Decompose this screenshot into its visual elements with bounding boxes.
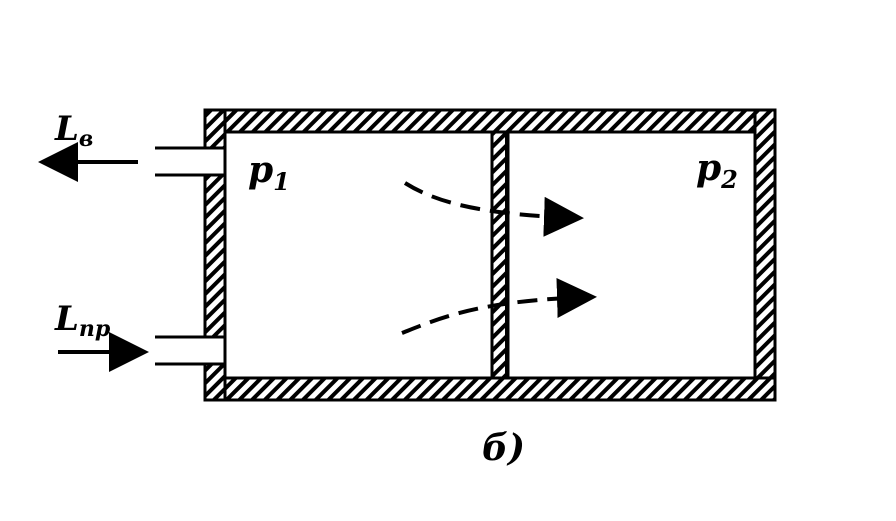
inflow-label: Lпр [54, 299, 111, 342]
chamber-interior [223, 130, 757, 380]
left-wall-middle [203, 173, 227, 339]
left-wall-top-stub [203, 108, 227, 150]
outlet-pipe [155, 146, 207, 177]
diffusion-arrow-upper [403, 181, 584, 237]
inlet-pipe [155, 335, 207, 366]
porous-partition [490, 130, 510, 380]
chamber2-pressure-label: p2 [696, 147, 738, 194]
right-wall [753, 108, 777, 402]
bottom-wall [203, 376, 777, 402]
top-wall [203, 108, 777, 134]
diffusion-arrow-lower [401, 277, 597, 335]
outflow-label: Lв [54, 109, 93, 152]
figure-caption: б) [482, 427, 525, 469]
vessel-walls [203, 108, 777, 402]
chamber1-pressure-label: p1 [248, 149, 290, 196]
left-wall-bottom-stub [203, 362, 227, 402]
